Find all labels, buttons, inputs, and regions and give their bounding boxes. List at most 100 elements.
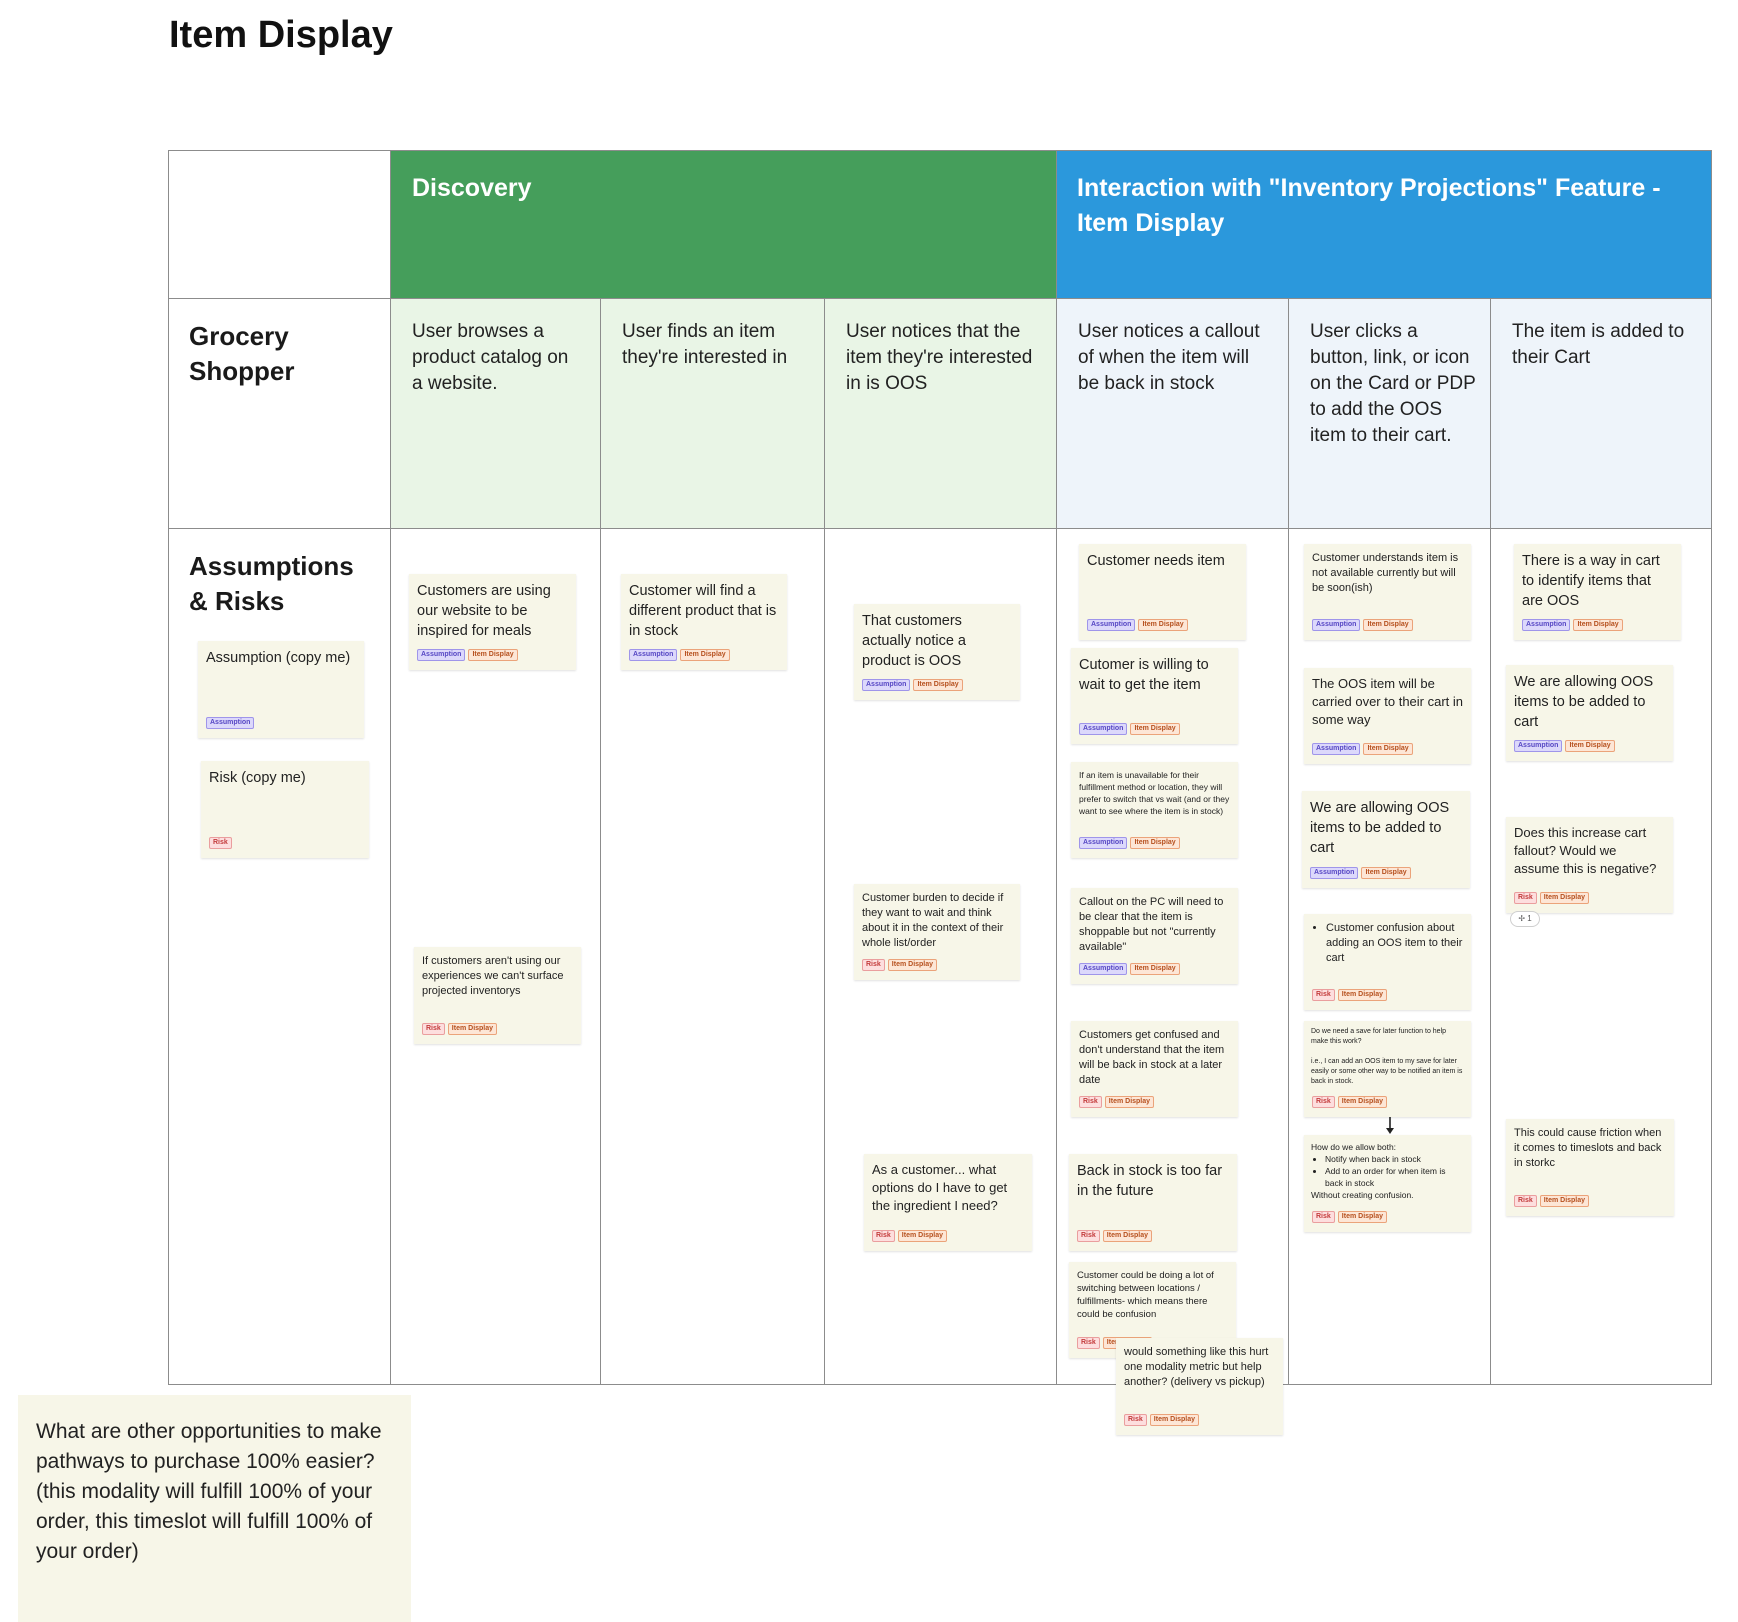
sticky-assumption[interactable]: The OOS item will be carried over to the… bbox=[1304, 668, 1471, 764]
sticky-risk[interactable]: Does this increase cart fallout? Would w… bbox=[1506, 817, 1673, 913]
item-display-tag: Item Display bbox=[1539, 1195, 1590, 1207]
risk-tag: Risk bbox=[1312, 1211, 1335, 1223]
sticky-text: That customers actually notice a product… bbox=[862, 613, 966, 669]
assumption-tag: Assumption bbox=[1079, 837, 1128, 849]
item-display-tag: Item Display bbox=[1573, 619, 1623, 631]
risk-tag: Risk bbox=[1312, 989, 1335, 1001]
item-display-tag: Item Display bbox=[1337, 1211, 1388, 1223]
sticky-assumption[interactable]: Callout on the PC will need to be clear … bbox=[1071, 888, 1238, 984]
sticky-text: There is a way in cart to identify items… bbox=[1522, 553, 1660, 609]
sticky-text: would something like this hurt one modal… bbox=[1124, 1346, 1269, 1388]
sticky-line: i.e., I can add an OOS item to my save f… bbox=[1311, 1058, 1463, 1085]
arrow-down-icon bbox=[1386, 1117, 1394, 1134]
item-display-tag: Item Display bbox=[1130, 963, 1180, 975]
bullet: Customer confusion about adding an OOS i… bbox=[1326, 921, 1463, 966]
assumption-tag: Assumption bbox=[1087, 619, 1136, 631]
sticky-risk[interactable]: This could cause friction when it comes … bbox=[1506, 1119, 1674, 1216]
risk-tag: Risk bbox=[1124, 1414, 1147, 1426]
sticky-text: The OOS item will be carried over to the… bbox=[1312, 676, 1464, 727]
opportunity-sticky-note[interactable]: What are other opportunities to make pat… bbox=[18, 1395, 411, 1622]
sticky-text: Customers are using our website to be in… bbox=[417, 583, 551, 639]
sticky-risk[interactable]: Do we need a save for later function to … bbox=[1304, 1021, 1471, 1117]
bullet: Notify when back in stock bbox=[1325, 1153, 1464, 1165]
persona-row-label-cell: Grocery Shopper bbox=[168, 298, 392, 530]
discovery-header-label: Discovery bbox=[412, 174, 532, 202]
sticky-text: Assumption (copy me) bbox=[206, 650, 351, 666]
item-display-tag: Item Display bbox=[1363, 743, 1413, 755]
sticky-text: Customers get confused and don't underst… bbox=[1079, 1029, 1225, 1086]
risk-tag: Risk bbox=[862, 959, 885, 971]
item-display-tag: Item Display bbox=[1539, 892, 1590, 904]
risk-tag: Risk bbox=[872, 1230, 895, 1242]
discovery-header[interactable]: Discovery bbox=[390, 150, 1058, 300]
sticky-risk[interactable]: How do we allow both: Notify when back i… bbox=[1304, 1135, 1471, 1232]
sticky-risk-template[interactable]: Risk (copy me) Risk bbox=[201, 761, 369, 858]
sticky-text: If customers aren't using our experience… bbox=[422, 955, 564, 997]
sticky-risk[interactable]: Back in stock is too far in the future R… bbox=[1069, 1154, 1237, 1251]
assumption-tag: Assumption bbox=[1514, 740, 1563, 752]
item-display-tag: Item Display bbox=[1361, 867, 1411, 879]
sticky-risk[interactable]: Customer confusion about adding an OOS i… bbox=[1304, 914, 1471, 1010]
sticky-risk[interactable]: If customers aren't using our experience… bbox=[414, 947, 581, 1044]
step-cell[interactable]: User clicks a button, link, or icon on t… bbox=[1288, 298, 1492, 530]
item-display-tag: Item Display bbox=[913, 679, 963, 691]
sticky-line: How do we allow both: bbox=[1311, 1142, 1397, 1152]
item-display-tag: Item Display bbox=[468, 649, 518, 661]
step-text: User finds an item they're interested in bbox=[622, 321, 788, 368]
interaction-header[interactable]: Interaction with "Inventory Projections"… bbox=[1056, 150, 1712, 300]
reaction-badge[interactable]: ✢ 1 bbox=[1510, 911, 1540, 927]
sticky-text: This could cause friction when it comes … bbox=[1514, 1127, 1662, 1169]
sticky-assumption[interactable]: If an item is unavailable for their fulf… bbox=[1071, 762, 1238, 858]
sticky-text: As a customer... what options do I have … bbox=[872, 1162, 1008, 1213]
item-display-tag: Item Display bbox=[1149, 1414, 1200, 1426]
sticky-text: Does this increase cart fallout? Would w… bbox=[1514, 825, 1657, 876]
sticky-text: Back in stock is too far in the future bbox=[1077, 1163, 1223, 1199]
sticky-text: If an item is unavailable for their fulf… bbox=[1079, 770, 1230, 816]
item-display-tag: Item Display bbox=[1363, 619, 1413, 631]
assumptions-label: Assumptions & Risks bbox=[189, 551, 354, 616]
sticky-assumption[interactable]: Cutomer is willing to wait to get the it… bbox=[1071, 648, 1238, 744]
sticky-text: Customer understands item is not availab… bbox=[1312, 552, 1459, 594]
sticky-risk[interactable]: Customers get confused and don't underst… bbox=[1071, 1021, 1238, 1117]
sticky-text: Customer could be doing a lot of switchi… bbox=[1077, 1270, 1214, 1320]
item-display-tag: Item Display bbox=[897, 1230, 948, 1242]
item-display-tag: Item Display bbox=[1337, 1096, 1388, 1108]
sticky-assumption[interactable]: We are allowing OOS items to be added to… bbox=[1506, 665, 1673, 761]
step-cell[interactable]: User finds an item they're interested in bbox=[600, 298, 826, 530]
step-cell[interactable]: User browses a product catalog on a webs… bbox=[390, 298, 602, 530]
persona-label: Grocery Shopper bbox=[189, 321, 295, 386]
sticky-text: Do we need a save for later function to … bbox=[1311, 1027, 1464, 1087]
ar-cell bbox=[1490, 528, 1712, 1385]
item-display-tag: Item Display bbox=[1102, 1230, 1153, 1242]
sticky-risk[interactable]: would something like this hurt one modal… bbox=[1116, 1338, 1283, 1435]
item-display-tag: Item Display bbox=[1337, 989, 1388, 1001]
sticky-risk[interactable]: Customer burden to decide if they want t… bbox=[854, 884, 1020, 980]
sticky-assumption[interactable]: Customer understands item is not availab… bbox=[1304, 544, 1471, 640]
item-display-tag: Item Display bbox=[1130, 723, 1180, 735]
item-display-tag: Item Display bbox=[1104, 1096, 1155, 1108]
item-display-tag: Item Display bbox=[887, 959, 938, 971]
step-text: User clicks a button, link, or icon on t… bbox=[1310, 321, 1476, 446]
corner-cell bbox=[168, 150, 392, 300]
sticky-risk[interactable]: As a customer... what options do I have … bbox=[864, 1154, 1032, 1251]
sticky-assumption-template[interactable]: Assumption (copy me) Assumption bbox=[198, 641, 364, 738]
step-cell[interactable]: User notices a callout of when the item … bbox=[1056, 298, 1290, 530]
risk-tag: Risk bbox=[1077, 1230, 1100, 1242]
sticky-assumption[interactable]: That customers actually notice a product… bbox=[854, 604, 1020, 700]
sticky-line: Without creating confusion. bbox=[1311, 1190, 1414, 1200]
risk-tag: Risk bbox=[1077, 1337, 1100, 1349]
item-display-tag: Item Display bbox=[1130, 837, 1180, 849]
sticky-assumption[interactable]: Customer will find a different product t… bbox=[621, 574, 787, 670]
step-cell[interactable]: The item is added to their Cart bbox=[1490, 298, 1712, 530]
sticky-assumption[interactable]: Customers are using our website to be in… bbox=[409, 574, 576, 670]
sticky-assumption[interactable]: There is a way in cart to identify items… bbox=[1514, 544, 1681, 640]
assumption-tag: Assumption bbox=[417, 649, 466, 661]
sticky-assumption[interactable]: We are allowing OOS items to be added to… bbox=[1302, 791, 1470, 888]
page-title: Item Display bbox=[169, 14, 393, 56]
sticky-text: Customer needs item bbox=[1087, 553, 1225, 569]
assumption-tag: Assumption bbox=[629, 649, 678, 661]
step-cell[interactable]: User notices that the item they're inter… bbox=[824, 298, 1058, 530]
assumption-tag: Assumption bbox=[1310, 867, 1359, 879]
risk-tag: Risk bbox=[1312, 1096, 1335, 1108]
